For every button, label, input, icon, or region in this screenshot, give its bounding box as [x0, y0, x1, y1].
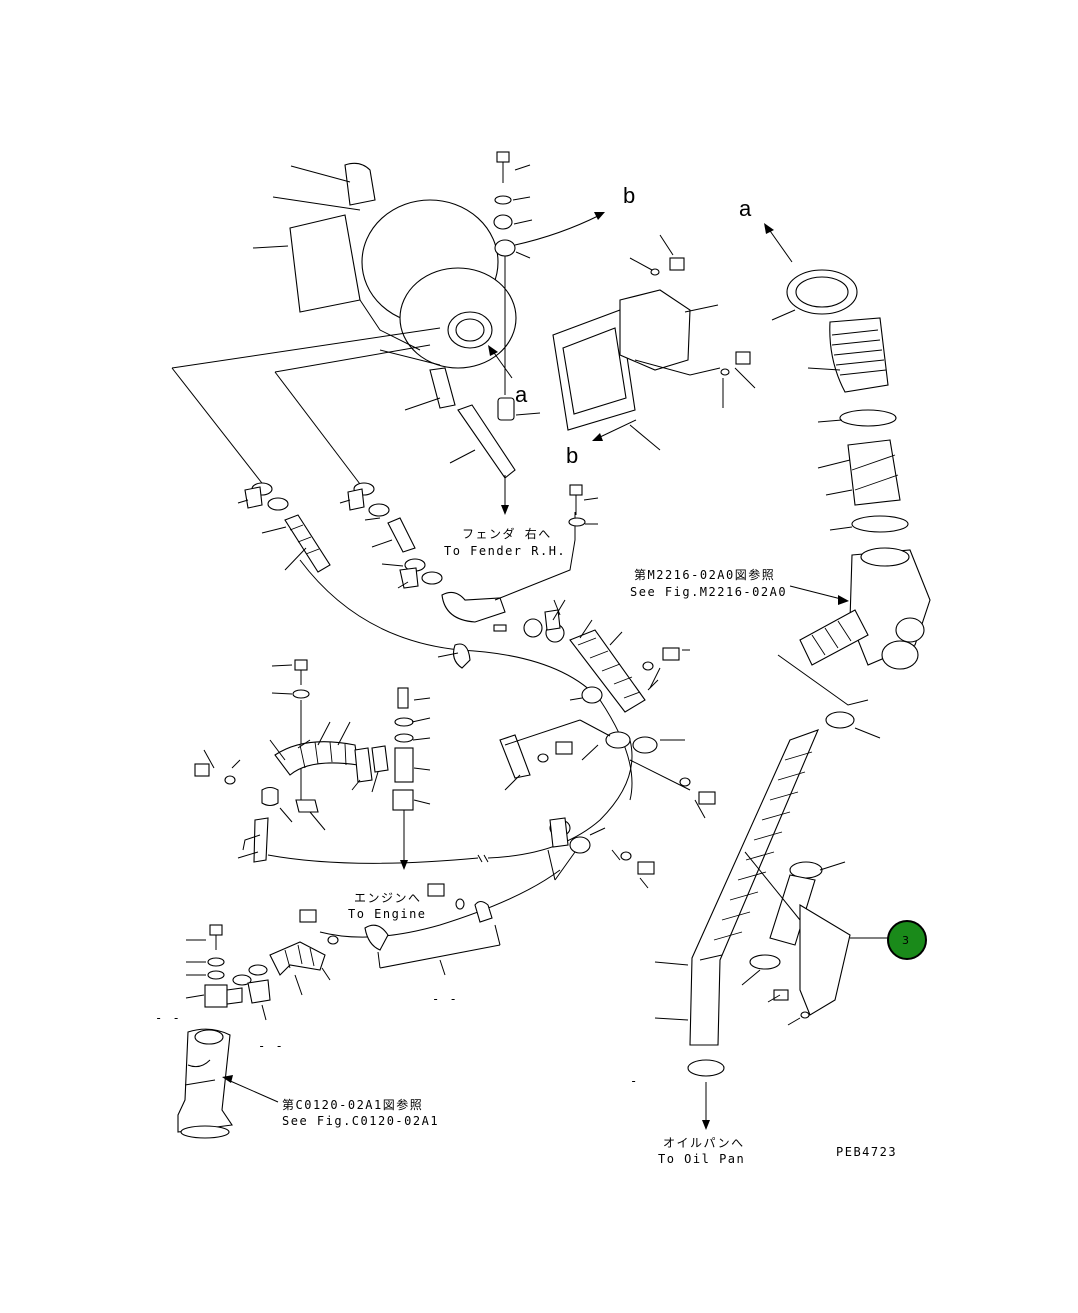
- upper-hose-routing: [237, 482, 646, 801]
- ref-letter-a-cleaner: a: [515, 382, 528, 407]
- leader-m2216-elbow: [777, 654, 869, 706]
- intake-hose-column: [771, 269, 909, 533]
- lower-hose-routing: [232, 739, 655, 1021]
- ref-letter-b-top: b: [623, 183, 635, 208]
- dash-4: -: [630, 1074, 639, 1088]
- dash-2: - -: [258, 1039, 284, 1053]
- side-tube-assembly: [741, 851, 888, 1026]
- oilpan-jp: オイルパンへ: [663, 1136, 745, 1150]
- long-tube: [654, 711, 855, 1130]
- see-c0120-en: See Fig.C0120-02A1: [282, 1114, 439, 1128]
- ref-letter-b-center: b: [566, 443, 578, 468]
- engine-connectors: [351, 687, 431, 870]
- air-cleaner-assembly: [289, 162, 517, 515]
- ref-b-top: b: [514, 183, 635, 246]
- dash-3: - -: [432, 992, 458, 1006]
- leaders-top-left: [171, 164, 541, 489]
- m2216-reference: 第M2216-02A0図参照 See Fig.M2216-02A0: [630, 567, 787, 599]
- intake-elbow: [789, 547, 931, 670]
- part-badge-label: 3: [902, 934, 909, 947]
- ref-a-cleaner: a: [488, 345, 528, 407]
- fender-callout-group: フェンダ 右へ To Fender R.H.: [444, 526, 566, 558]
- oilpan-en: To Oil Pan: [658, 1152, 745, 1166]
- see-m2216-en: See Fig.M2216-02A0: [630, 585, 787, 599]
- fender-jp: フェンダ 右へ: [462, 526, 552, 541]
- bolt-stack-top: [493, 151, 516, 257]
- fender-en: To Fender R.H.: [444, 544, 566, 558]
- see-c0120-jp: 第C0120-02A1図参照: [282, 1097, 423, 1112]
- mid-fasteners: [499, 647, 716, 819]
- see-m2216-jp: 第M2216-02A0図参照: [634, 567, 775, 582]
- bottom-left-fittings: [177, 924, 279, 1139]
- engine-callout-group: エンジンへ To Engine: [348, 891, 427, 921]
- ref-letter-a-right: a: [739, 196, 752, 221]
- leader-clamp-right: [854, 727, 881, 739]
- precleaner-box: [552, 234, 756, 451]
- ref-a-right: a: [739, 196, 793, 263]
- ref-b-center: b: [566, 419, 637, 468]
- left-mid-fittings: [194, 659, 359, 863]
- engine-en: To Engine: [348, 907, 427, 921]
- part-badge-3[interactable]: 3: [887, 920, 927, 960]
- c0120-reference: 第C0120-02A1図参照 See Fig.C0120-02A1: [282, 1097, 439, 1128]
- drawing-number: PEB4723: [836, 1145, 897, 1159]
- oilpan-callout: オイルパンへ To Oil Pan: [658, 1136, 745, 1166]
- engine-jp: エンジンへ: [354, 891, 422, 905]
- dash-1: - -: [155, 1011, 181, 1025]
